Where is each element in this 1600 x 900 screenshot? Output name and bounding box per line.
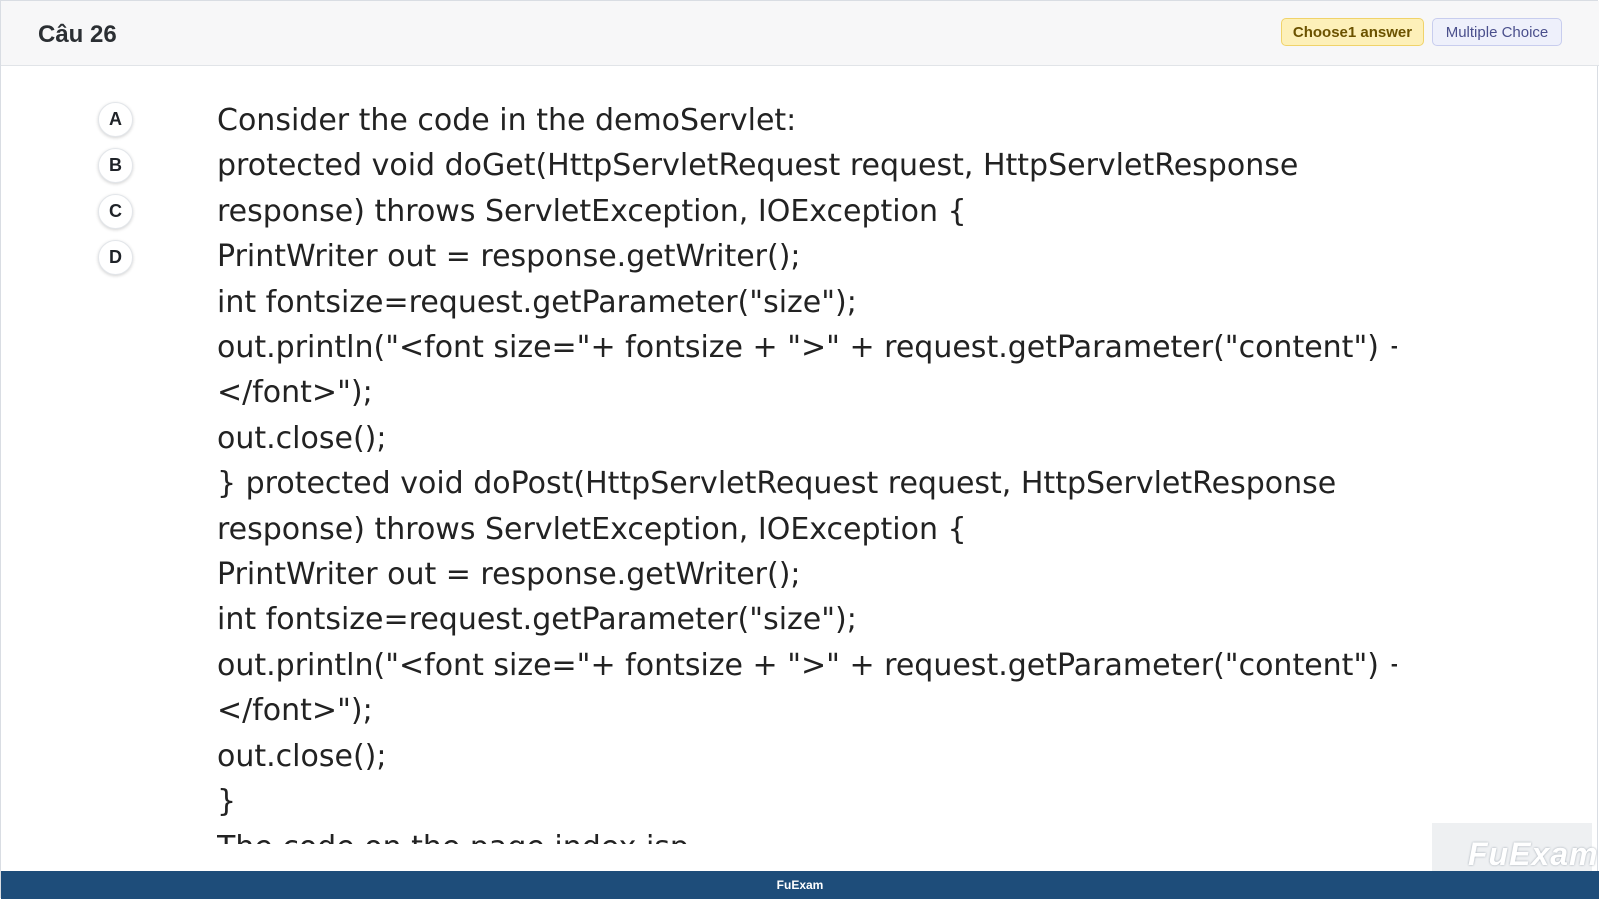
question-line: } protected void doPost(HttpServletReque… [217, 466, 1337, 502]
watermark-text: FuExam [1468, 836, 1599, 872]
question-line: out.println("<font size="+ fontsize + ">… [217, 330, 1397, 366]
question-line: int fontsize=request.getParameter("size"… [217, 602, 857, 638]
question-line: The code on the page index.jsp [217, 825, 1397, 845]
question-line: response) throws ServletException, IOExc… [217, 511, 967, 547]
question-line: </font>"); [217, 693, 373, 729]
question-line: protected void doGet(HttpServletRequest … [217, 148, 1299, 184]
question-line: out.println("<font size="+ fontsize + ">… [217, 647, 1397, 683]
question-line: int fontsize=request.getParameter("size"… [217, 284, 857, 320]
question-number: Câu 26 [38, 21, 117, 48]
footer-brand: FuExam [776, 878, 824, 892]
question-line: out.close(); [217, 738, 387, 774]
question-line: } [217, 784, 237, 820]
question-type-badge: Multiple Choice [1432, 18, 1562, 46]
footer-bar: FuExam [1, 871, 1599, 899]
option-b-button[interactable]: B [98, 148, 133, 183]
option-c-button[interactable]: C [98, 194, 133, 229]
question-line: </font>"); [217, 375, 373, 411]
question-line: response) throws ServletException, IOExc… [217, 193, 967, 229]
question-line: PrintWriter out = response.getWriter(); [217, 557, 801, 593]
choose-answer-badge: Choose1 answer [1281, 18, 1424, 46]
question-body: Consider the code in the demoServlet: pr… [217, 98, 1397, 844]
option-d-button[interactable]: D [98, 240, 133, 275]
question-line: Consider the code in the demoServlet: [217, 103, 797, 138]
question-line: PrintWriter out = response.getWriter(); [217, 239, 801, 275]
answer-options: A B C D [98, 102, 134, 286]
question-line: out.close(); [217, 420, 387, 456]
option-a-button[interactable]: A [98, 102, 133, 137]
